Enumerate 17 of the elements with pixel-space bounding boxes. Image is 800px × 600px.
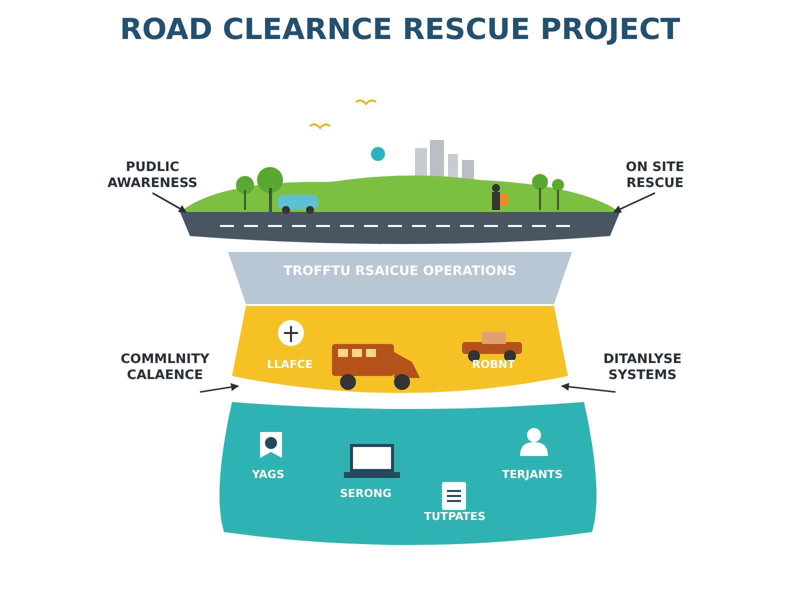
callout-text: ON SITE RESCUE — [610, 160, 700, 194]
band-label: TERJANTS — [502, 468, 563, 481]
title: ROAD CLEARNCE RESCUE PROJECT — [118, 12, 682, 46]
band-label: SERONG — [340, 487, 392, 500]
callout-text: COMMLNITY CALAENCE — [95, 352, 235, 386]
funnel-band — [228, 252, 572, 304]
callout-text: PUDLIC AWARENESS — [95, 160, 210, 194]
band-label: LLAFCE — [267, 358, 313, 371]
band-label: ROBNT — [472, 358, 515, 371]
band-label: TUTPATES — [424, 510, 486, 523]
arrow — [152, 192, 187, 213]
callout-text: DITANLYSE SYSTEMS — [575, 352, 710, 386]
arrow — [561, 382, 616, 393]
arrow — [200, 383, 239, 393]
arrow — [613, 192, 656, 213]
band-label: YAGS — [252, 468, 284, 481]
band-label: TROFFTU RSAICUE OPERATIONS — [282, 264, 518, 279]
